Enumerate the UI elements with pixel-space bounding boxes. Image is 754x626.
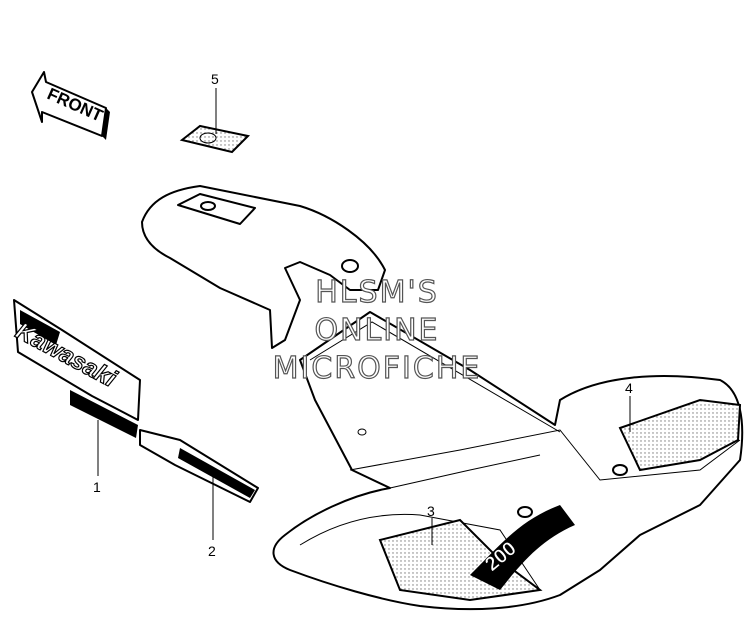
callout-number: 5 [211,71,219,87]
front-arrow-icon: FRONT [31,71,110,140]
callout-1: 1 [93,420,101,495]
watermark-line-3: MICROFICHE [273,351,482,386]
watermark: HLSM'S ONLINE MICROFICHE [272,274,482,386]
callout-3: 3 [427,503,435,545]
seat-cover-part [141,185,386,349]
side-stripe-decal-part [139,429,259,503]
callout-number: 1 [93,479,101,495]
callout-number: 4 [625,380,633,396]
caution-label-part [179,124,251,154]
callout-2: 2 [208,474,216,559]
callout-5: 5 [211,71,219,134]
callout-number: 3 [427,503,435,519]
rear-fender-part: 200 [272,311,744,611]
callout-4: 4 [625,380,633,432]
watermark-line-2: ONLINE [314,313,439,348]
watermark-line-1: HLSM'S [315,275,439,310]
kawasaki-decal-part: Kawasaki [11,299,141,438]
callout-number: 2 [208,543,216,559]
